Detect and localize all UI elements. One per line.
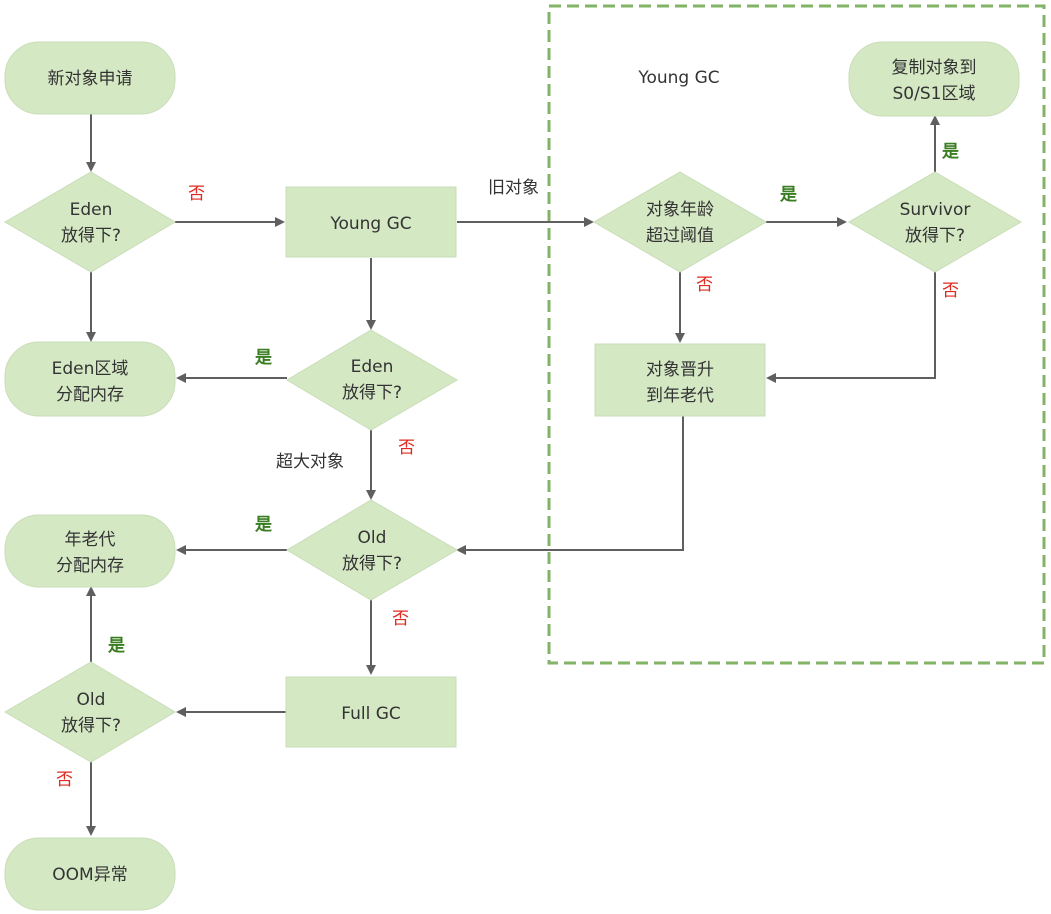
- svg-text:Full GC: Full GC: [341, 704, 401, 724]
- label-age-yes: 是: [780, 185, 797, 205]
- node-promote-old: 对象晋升到年老代: [594, 343, 766, 417]
- label-survivor-no: 否: [942, 281, 959, 301]
- edge-promote-to-old1: [456, 414, 684, 555]
- label-old1-no: 否: [392, 609, 409, 629]
- edges: [86, 114, 940, 836]
- svg-text:对象晋升到年老代: 对象晋升到年老代: [646, 360, 714, 406]
- svg-text:对象年龄超过阈值: 对象年龄超过阈值: [646, 200, 714, 246]
- label-eden1-no: 否: [188, 184, 205, 204]
- young-gc-region-label: Young GC: [637, 68, 719, 88]
- node-full-gc: Full GC: [285, 676, 457, 748]
- label-survivor-yes: 是: [942, 142, 959, 162]
- label-eden2-no: 否: [398, 438, 415, 458]
- label-eden2-yes: 是: [255, 348, 272, 368]
- svg-text:Young GC: Young GC: [329, 214, 411, 234]
- label-old-object: 旧对象: [488, 178, 539, 198]
- label-old2-yes: 是: [108, 636, 125, 656]
- label-old1-yes: 是: [255, 515, 272, 535]
- svg-text:新对象申请: 新对象申请: [48, 69, 133, 89]
- svg-text:OOM异常: OOM异常: [52, 865, 127, 885]
- svg-text:年老代分配内存: 年老代分配内存: [56, 530, 124, 576]
- node-new-object: 新对象申请: [4, 41, 176, 115]
- label-large-object: 超大对象: [276, 452, 344, 472]
- node-oom: OOM异常: [4, 837, 176, 911]
- label-age-no: 否: [696, 275, 713, 295]
- svg-text:Eden区域分配内存: Eden区域分配内存: [52, 359, 129, 405]
- edge-survivor-to-promote: [766, 272, 936, 383]
- node-young-gc: Young GC: [285, 186, 457, 258]
- label-old2-no: 否: [56, 770, 73, 790]
- node-old-alloc: 年老代分配内存: [4, 514, 176, 588]
- node-age-check: 对象年龄超过阈值: [593, 171, 767, 273]
- node-eden-alloc: Eden区域分配内存: [4, 341, 176, 417]
